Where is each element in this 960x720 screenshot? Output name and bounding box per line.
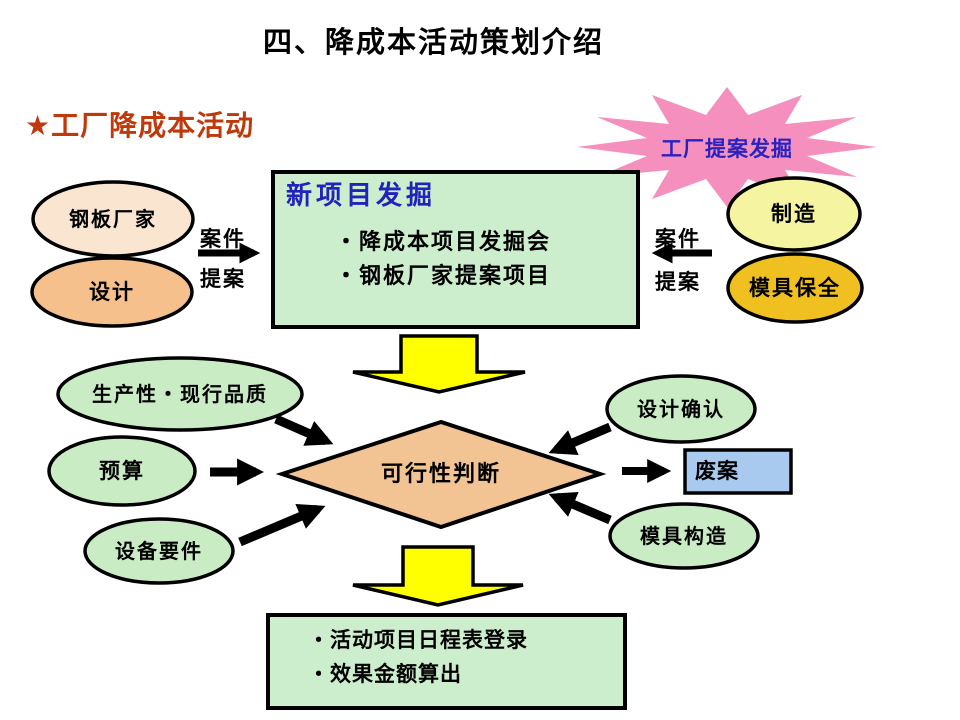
- arrow-equipment-to-decision: [238, 503, 326, 547]
- mold-maintenance-label: 模具保全: [749, 275, 841, 300]
- left-case-label: 案件: [200, 227, 246, 251]
- right-case-label: 案件: [655, 227, 701, 251]
- page-title: 四、降成本活动策划介绍: [263, 25, 605, 59]
- left-proposal-label: 提案: [200, 267, 246, 291]
- down-arrow-bottom: [352, 545, 524, 607]
- result-item-2: ・效果金额算出: [308, 662, 462, 686]
- starburst-label: 工厂提案发掘: [661, 136, 793, 161]
- right-proposal-label: 提案: [655, 270, 701, 294]
- decision-diamond: [275, 419, 607, 530]
- discovery-box-title: 新项目发掘: [286, 181, 437, 211]
- down-arrow-top: [352, 334, 526, 394]
- discovery-item-2: ・钢板厂家提案项目: [335, 264, 552, 289]
- result-item-1: ・活动项目日程表登录: [308, 628, 528, 652]
- design-label: 设计: [89, 279, 135, 304]
- budget-ellipse: [47, 435, 197, 507]
- discovery-item-1: ・降成本项目发掘会: [335, 230, 552, 255]
- arrow-productivity-to-decision: [274, 414, 334, 446]
- result-box-shape: [266, 613, 627, 710]
- mold-maintenance-ellipse: [726, 252, 864, 324]
- decision-label: 可行性判断: [380, 461, 501, 487]
- arrow-mold-structure-to-decision: [548, 491, 612, 525]
- section-heading: ★工厂降成本活动: [25, 109, 255, 142]
- manufacturing-label: 制造: [771, 201, 817, 226]
- budget-label: 预算: [99, 458, 145, 483]
- design-ellipse: [30, 256, 194, 328]
- manufacturing-ellipse: [726, 176, 862, 252]
- design-confirm-label: 设计确认: [637, 396, 725, 421]
- design-confirm-ellipse: [605, 374, 757, 444]
- arrow-design-confirm-to-decision: [548, 422, 612, 456]
- starburst-shape: [577, 87, 877, 207]
- rejected-label: 废案: [695, 459, 739, 484]
- equipment-label: 设备要件: [115, 538, 203, 563]
- equipment-ellipse: [83, 517, 235, 585]
- productivity-label: 生产性・现行品质: [92, 381, 268, 406]
- mold-structure-ellipse: [608, 502, 760, 570]
- mold-structure-label: 模具构造: [640, 523, 728, 548]
- discovery-box-shape: [271, 170, 640, 329]
- rejected-box-shape: [683, 448, 793, 495]
- productivity-ellipse: [56, 356, 304, 432]
- steel-ellipse: [31, 180, 195, 258]
- steel-maker-label: 钢板厂家: [69, 206, 157, 231]
